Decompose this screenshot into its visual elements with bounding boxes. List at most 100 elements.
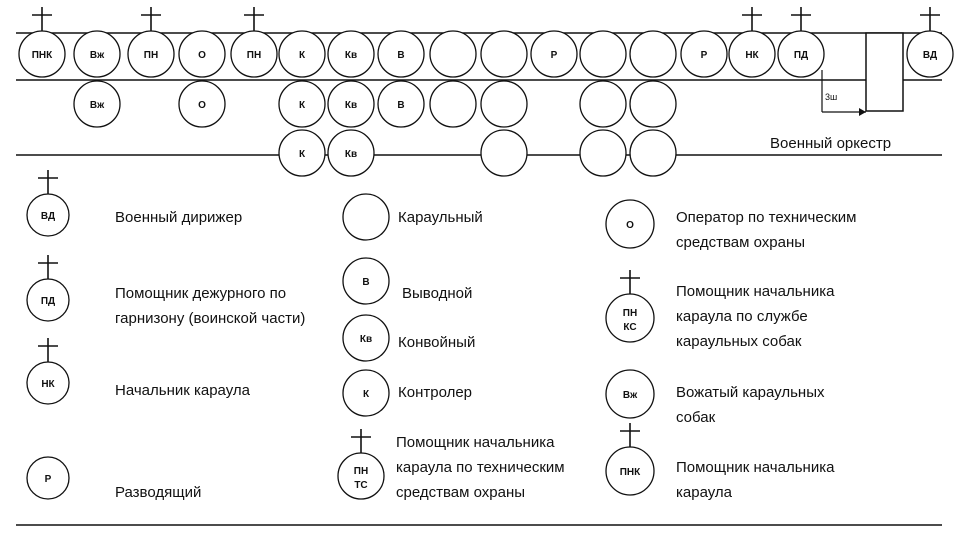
row2-member-9-circle [629, 80, 677, 128]
row1-member-7-label: Кв [345, 50, 357, 61]
row2-member-4-label: Кв [345, 100, 357, 111]
row3-member-3-circle [480, 129, 528, 177]
row2-member-2-label: О [198, 100, 206, 111]
legend-item-3-symbol-circle [26, 361, 70, 405]
legend-item-4-text-line-1: Разводящий [115, 484, 201, 501]
legend-item-10-text-line-2: средствам охраны [676, 234, 805, 251]
row1-member-14-label: Р [701, 50, 708, 61]
legend-item-6-symbol-label: В [362, 277, 369, 288]
orchestra-label: Военный оркестр [770, 135, 891, 152]
row3-member-4-circle [579, 129, 627, 177]
legend-item-5-text-line-1: Караульный [398, 209, 483, 226]
row1-member-17-circle [906, 30, 954, 78]
legend-item-1-text-line-1: Военный дирижер [115, 209, 242, 226]
legend-item-6-symbol-circle [342, 257, 390, 305]
row1-member-12-circle [579, 30, 627, 78]
legend-item-11-text-line-3: караульных собак [676, 333, 802, 350]
row1-member-1-circle [18, 30, 66, 78]
distance-label: 3ш [825, 92, 837, 102]
row1-member-15-label: НК [745, 50, 759, 61]
row3-member-1-label: К [299, 149, 306, 160]
legend-item-1-symbol-circle [26, 193, 70, 237]
row1-member-16-circle [777, 30, 825, 78]
row1-member-14-circle [680, 30, 728, 78]
legend-item-11-symbol-circle [605, 293, 655, 343]
row2-member-1-circle [73, 80, 121, 128]
row1-member-16-label: ПД [794, 50, 808, 61]
row1-member-6-circle [278, 30, 326, 78]
row1-member-5-label: ПН [247, 50, 261, 61]
legend-item-4-symbol-label: Р [45, 474, 52, 485]
distance-arrowhead [859, 108, 866, 116]
row1-member-15-circle [728, 30, 776, 78]
row2-member-2-circle [178, 80, 226, 128]
row1-member-5-circle [230, 30, 278, 78]
legend-item-7-text-line-1: Конвойный [398, 334, 475, 351]
row1-member-8-label: В [397, 50, 404, 61]
legend-item-3-symbol-label: НК [41, 379, 55, 390]
orchestra-block [865, 32, 904, 112]
legend-item-9-text-line-1: Помощник начальника [396, 434, 555, 451]
row1-member-13-circle [629, 30, 677, 78]
row2-member-8-circle [579, 80, 627, 128]
row2-member-7-circle [480, 80, 528, 128]
legend-item-9-text-line-2: караула по техническим [396, 459, 565, 476]
row1-member-2-circle [73, 30, 121, 78]
row2-member-4-circle [327, 80, 375, 128]
legend-item-10-text-line-1: Оператор по техническим [676, 209, 856, 226]
legend-item-4-symbol-circle [26, 456, 70, 500]
legend-item-13-text-line-1: Помощник начальника [676, 459, 835, 476]
row1-member-4-circle [178, 30, 226, 78]
legend-item-2-symbol-circle [26, 278, 70, 322]
legend-item-13-symbol-circle [605, 446, 655, 496]
row2-member-5-label: В [397, 100, 404, 111]
legend-item-7-symbol-circle [342, 314, 390, 362]
row1-member-11-circle [530, 30, 578, 78]
row1-member-7-circle [327, 30, 375, 78]
legend-item-3-text-line-1: Начальник караула [115, 382, 251, 399]
row1-member-10-circle [480, 30, 528, 78]
legend-item-11-text-line-2: караула по службе [676, 308, 808, 325]
row2-member-3-label: К [299, 100, 306, 111]
row1-member-11-label: Р [551, 50, 558, 61]
legend-item-10-symbol-circle [605, 199, 655, 249]
legend-item-13-symbol-label: ПНК [620, 467, 641, 478]
row2-member-1-label: Вж [90, 100, 105, 111]
row3-member-1-circle [278, 129, 326, 177]
row1-member-3-circle [127, 30, 175, 78]
legend-item-2-symbol-label: ПД [41, 296, 55, 307]
row2-member-6-circle [429, 80, 477, 128]
legend-item-8-symbol-label: К [363, 389, 370, 400]
legend-item-6-text-line-1: Выводной [402, 285, 472, 302]
legend-item-5-symbol-circle [342, 193, 390, 241]
legend-item-13-text-line-2: караула [676, 484, 733, 501]
legend-item-7-symbol-label: Кв [360, 334, 372, 345]
legend-item-8-text-line-1: Контролер [398, 384, 472, 401]
row1-member-2-label: Вж [90, 50, 105, 61]
row1-member-6-label: К [299, 50, 306, 61]
legend-item-10-symbol-label: О [626, 220, 634, 231]
row1-member-17-label: ВД [923, 50, 937, 61]
legend-item-1-symbol-label: ВД [41, 211, 55, 222]
legend-item-2-text-line-2: гарнизону (воинской части) [115, 310, 305, 327]
legend-item-12-text-line-2: собак [676, 409, 716, 426]
legend-item-8-symbol-circle [342, 369, 390, 417]
row1-member-8-circle [377, 30, 425, 78]
row1-member-3-label: ПН [144, 50, 158, 61]
row3-member-2-circle [327, 129, 375, 177]
legend-item-11-text-line-1: Помощник начальника [676, 283, 835, 300]
row2-member-3-circle [278, 80, 326, 128]
row2-member-5-circle [377, 80, 425, 128]
legend-item-2-text-line-1: Помощник дежурного по [115, 285, 286, 302]
legend-item-9-symbol-circle [337, 452, 385, 500]
legend-item-12-symbol-label: Вж [623, 390, 638, 401]
legend-item-12-text-line-1: Вожатый караульных [676, 384, 825, 401]
row1-member-1-label: ПНК [32, 50, 53, 61]
row1-member-4-label: О [198, 50, 206, 61]
legend-item-12-symbol-circle [605, 369, 655, 419]
row1-member-9-circle [429, 30, 477, 78]
legend-item-9-text-line-3: средствам охраны [396, 484, 525, 501]
